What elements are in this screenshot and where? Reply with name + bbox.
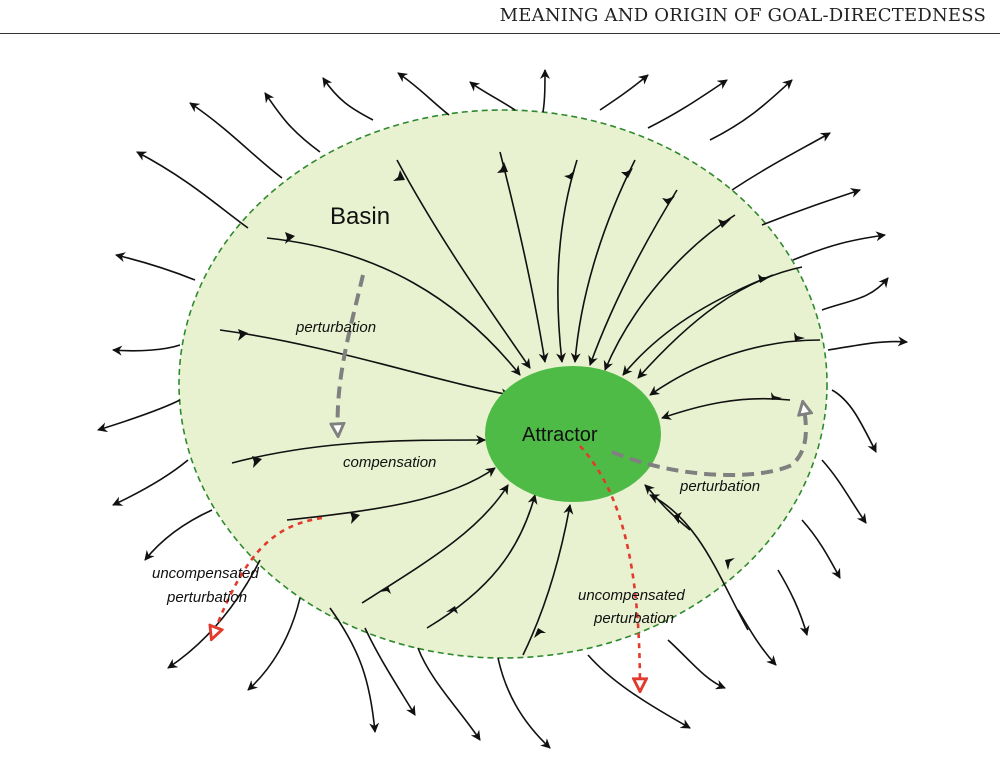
- inward-arrow: [649, 494, 749, 631]
- outward-arrow: [112, 459, 189, 506]
- mid-arrowhead: [534, 628, 546, 638]
- mid-arrowhead: [379, 586, 391, 594]
- mid-arrowhead: [564, 170, 575, 180]
- inward-arrow: [603, 214, 736, 371]
- inward-arrow: [231, 435, 486, 464]
- mid-arrowhead: [238, 329, 248, 341]
- outward-arrow: [144, 509, 213, 561]
- mid-arrowhead: [350, 512, 360, 524]
- outward-arrow: [136, 151, 249, 229]
- mid-arrowhead: [673, 512, 682, 524]
- outward-arrow: [821, 277, 889, 311]
- inward-arrow: [396, 159, 531, 369]
- mid-arrowhead: [446, 606, 458, 614]
- basin: [178, 109, 828, 659]
- outward-arrow: [737, 609, 777, 666]
- outward-arrow: [497, 657, 551, 749]
- outward-arrow: [329, 607, 380, 733]
- mid-arrowhead: [718, 219, 731, 228]
- outward-arrow: [647, 79, 728, 129]
- outward-arrow: [397, 72, 450, 116]
- uncompensated-label-right-line1: uncompensated: [578, 587, 685, 604]
- outward-arrow: [761, 188, 861, 226]
- inward-arrow: [286, 467, 496, 521]
- mid-arrowhead: [285, 232, 295, 244]
- outward-arrow: [247, 597, 301, 691]
- outward-arrow: [112, 344, 181, 356]
- inward-arrow: [649, 339, 821, 396]
- inward-arrow: [588, 189, 678, 366]
- inward-arrow: [426, 494, 538, 629]
- outward-arrow: [539, 69, 550, 113]
- compensation-label: compensation: [343, 454, 436, 471]
- outward-arrow: [264, 92, 321, 153]
- perturbation-arrow-right: [611, 403, 806, 477]
- uncompensated-label-left-line2: perturbation: [166, 589, 247, 606]
- inward-arrow: [556, 159, 578, 363]
- outward-arrow: [831, 389, 877, 453]
- uncompensated-perturbations: [212, 445, 640, 690]
- inward-mid-arrowheads: [238, 162, 805, 638]
- outward-arrow: [709, 79, 793, 141]
- uncompensated-label-left-line1: uncompensated: [152, 565, 259, 582]
- mid-arrowhead: [393, 170, 405, 181]
- perturbation-label-left: perturbation: [295, 319, 376, 336]
- outward-arrow: [801, 519, 841, 579]
- mid-arrowhead: [758, 274, 770, 283]
- outward-arrow: [777, 569, 810, 636]
- mid-arrowhead: [662, 196, 675, 205]
- mid-arrowhead: [497, 162, 508, 173]
- outward-arrow: [115, 252, 196, 281]
- outward-arrow: [827, 336, 908, 351]
- outward-arrow: [821, 459, 867, 524]
- mid-arrowhead: [771, 392, 782, 400]
- outward-arrow: [667, 639, 726, 690]
- uncompensated-arrow-left: [212, 516, 323, 638]
- mid-arrowhead: [621, 168, 633, 178]
- inward-arrow: [219, 329, 511, 399]
- mid-arrowhead: [725, 558, 735, 570]
- mid-arrowhead: [252, 456, 262, 468]
- attractor: [485, 366, 661, 502]
- inward-arrow: [570, 159, 636, 363]
- attractor-label: Attractor: [522, 424, 598, 446]
- outward-arrow: [599, 74, 649, 111]
- outward-arrow: [189, 102, 283, 179]
- mid-arrowhead: [794, 332, 805, 341]
- compensated-perturbations: [338, 274, 806, 477]
- inward-arrow: [522, 504, 574, 656]
- inward-arrow: [499, 151, 549, 363]
- outward-arrow: [731, 132, 831, 191]
- outward-arrow: [322, 77, 374, 121]
- outward-arrow: [167, 559, 261, 669]
- header-rule: [0, 33, 1000, 34]
- outward-arrow: [417, 647, 481, 741]
- running-head: MEANING AND ORIGIN OF GOAL-DIRECTEDNESS: [499, 5, 986, 26]
- perturbation-label-right: perturbation: [679, 478, 760, 495]
- outward-arrow: [97, 399, 181, 433]
- outward-flow-arrows: [97, 69, 908, 749]
- inward-arrow: [622, 274, 774, 376]
- outward-arrow: [364, 627, 416, 716]
- inward-arrow: [637, 266, 803, 379]
- outward-arrow: [792, 231, 886, 261]
- outward-arrow: [587, 654, 691, 729]
- perturbation-arrow-left: [338, 274, 365, 435]
- uncompensated-arrow-right: [579, 445, 640, 690]
- outward-arrow: [469, 81, 516, 111]
- uncompensated-label-right-line2: perturbation: [593, 610, 674, 627]
- inward-flow-arrows: [219, 151, 821, 656]
- inward-arrow: [266, 237, 521, 376]
- basin-label: Basin: [330, 203, 390, 230]
